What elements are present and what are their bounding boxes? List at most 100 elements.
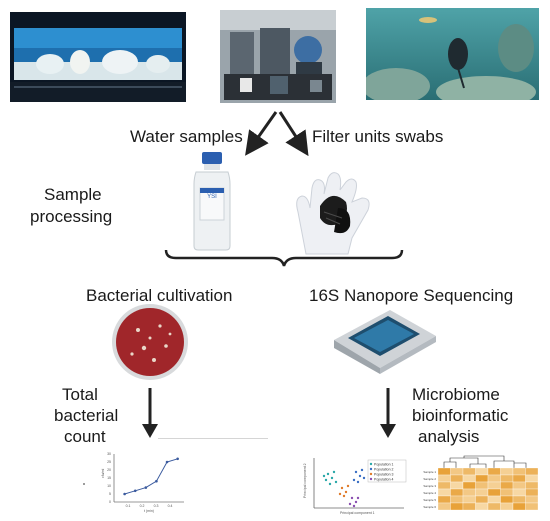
heatmap-cell (450, 481, 464, 490)
total-count-label-3: count (64, 427, 106, 446)
microbiome-label-1: Microbiome (412, 385, 500, 404)
heatmap-cell (525, 488, 539, 497)
heatmap-cell (512, 502, 526, 511)
heatmap-cell (475, 488, 489, 497)
heatmap-cell (500, 488, 514, 497)
heatmap-cell (487, 495, 501, 504)
bottle-brand: YSI (207, 194, 217, 200)
heatmap-cell (437, 474, 451, 483)
heatmap-cell (487, 467, 501, 476)
chart-data-point (144, 486, 148, 489)
heatmap-cell (500, 467, 514, 476)
chart-data-point (123, 492, 126, 496)
pca-legend-4: Population 4 (374, 478, 394, 482)
heatmap-cell (462, 467, 476, 476)
pca-scatter-plot: Population 1 Population 2 Population 3 P… (303, 458, 407, 515)
heatmap-row-label: Sample 1 (423, 470, 436, 474)
sample-processing-label-1: Sample (44, 185, 102, 204)
heatmap-row-label: Sample 4 (423, 491, 436, 495)
heatmap-row-label: Sample 2 (423, 477, 436, 481)
bacterial-cultivation-label: Bacterial cultivation (86, 286, 233, 305)
petri-dish (110, 302, 190, 382)
nanopore-sequencer (330, 304, 440, 374)
chart-y-tick-label: 10 (107, 484, 111, 488)
microbiome-label-2: bioinformatic (412, 406, 509, 425)
chart-x-tick-label: 0.4 (168, 504, 173, 508)
water-samples-label: Water samples (130, 127, 243, 146)
heatmap-cell (450, 495, 464, 504)
heatmap-cell (525, 467, 539, 476)
chart-y-tick-label: 15 (107, 476, 111, 480)
heatmap-cell (462, 481, 476, 490)
heatmap-cell (462, 495, 476, 504)
heatmap-cell (475, 481, 489, 490)
pca-legend-2: Population 2 (374, 468, 394, 472)
heatmap-cell (500, 474, 514, 483)
heatmap-cell (437, 467, 451, 476)
total-count-label-1: Total (62, 385, 98, 404)
water-bottle: YSI (186, 152, 238, 252)
heatmap-cell (487, 481, 501, 490)
heatmap-cell (437, 488, 451, 497)
heatmap-cell (525, 474, 539, 483)
heatmap-cell (500, 502, 514, 511)
heatmap-cell (475, 474, 489, 483)
chart-data-point (133, 489, 137, 493)
filter-swabs-label: Filter units swabs (312, 127, 444, 146)
heatmap-cell (437, 481, 451, 490)
chart-stray-marker (83, 483, 85, 485)
heatmap-row-label: Sample 3 (423, 484, 436, 488)
heatmap-cell (487, 502, 501, 511)
underwater-photo (366, 8, 539, 100)
heatmap-cell (487, 474, 501, 483)
sequencing-down-arrow (380, 388, 396, 438)
heatmap-cell (450, 474, 464, 483)
pca-y-axis-label: Principal component 2 (303, 463, 307, 498)
chart-y-tick-label: 20 (107, 468, 111, 472)
heatmap-cell (450, 502, 464, 511)
chart-y-tick-label: 30 (107, 452, 111, 456)
chart-x-tick-label: 0.2 (140, 504, 145, 508)
heatmap-cell (437, 502, 451, 511)
heatmap-cell (475, 467, 489, 476)
heatmap-cell (487, 488, 501, 497)
heatmap-cell (450, 488, 464, 497)
heatmap-cell (500, 481, 514, 490)
heatmap-cell (525, 481, 539, 490)
chart-y-tick-label: 25 (107, 460, 111, 464)
pca-legend-3: Population 3 (374, 473, 394, 477)
chart-y-tick-label: 5 (109, 492, 111, 496)
heatmap-cell (500, 495, 514, 504)
chart-x-tick-label: 0.3 (154, 504, 159, 508)
chart-y-tick-label: 0 (109, 500, 111, 504)
chart-data-point (165, 460, 169, 464)
filtration-equipment-photo (220, 10, 336, 103)
heatmap-cell (512, 467, 526, 476)
heatmap-cell (462, 474, 476, 483)
sample-processing-label-2: processing (30, 207, 113, 226)
gloved-hand-filter (288, 168, 380, 256)
heatmap-dendrogram-tree (443, 455, 527, 468)
split-arrows (245, 111, 309, 157)
nanopore-label: 16S Nanopore Sequencing (309, 286, 514, 305)
aquarium-photo (10, 12, 186, 102)
chart-x-tick-label: 0.1 (126, 504, 131, 508)
heatmap-cell (525, 495, 539, 504)
chart-data-point (176, 457, 179, 461)
total-count-label-2: bacterial (54, 406, 119, 425)
merge-brace (164, 249, 404, 267)
pca-legend-1: Population 1 (374, 463, 394, 467)
heatmap-cell (525, 502, 539, 511)
heatmap-cell (512, 495, 526, 504)
heatmap-cell (512, 488, 526, 497)
heatmap-cell (475, 495, 489, 504)
heatmap-cell (462, 502, 476, 511)
heatmap-cell (450, 467, 464, 476)
heatmap-cell (512, 474, 526, 483)
heatmap-cell (462, 488, 476, 497)
chart-series-line (124, 458, 178, 495)
chart-x-axis-label: t (min) (144, 509, 154, 513)
heatmap-row-label: Sample 6 (423, 505, 436, 509)
